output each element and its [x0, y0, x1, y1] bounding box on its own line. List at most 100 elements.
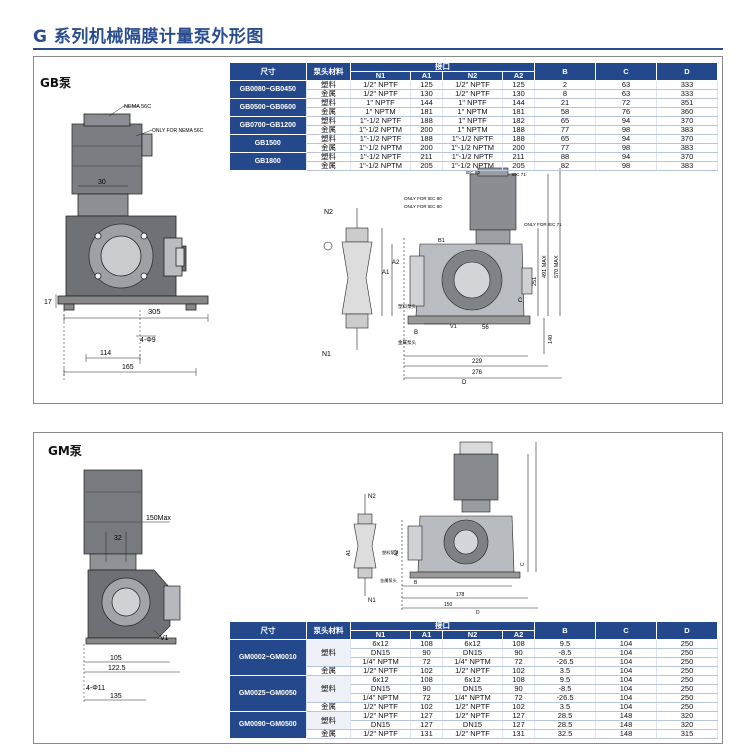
d-cell: 250: [656, 684, 718, 694]
material-cell: 金属: [306, 107, 351, 117]
gb-front-view-drawing: NEMA 56C ONLY FOR NEMA 56C 30 305 4-Φ9 1…: [44, 104, 209, 380]
material-cell: 金属: [306, 702, 351, 712]
n1-cell: 1/2" NPTF: [350, 702, 411, 712]
material-cell: 塑料: [306, 639, 351, 667]
d-cell: 250: [656, 666, 718, 676]
n2-cell: 6x12: [442, 675, 503, 685]
b-cell: -26.5: [534, 657, 596, 667]
a2-cell: 125: [502, 80, 535, 90]
n1-cell: 1"-1/2 NPTM: [350, 125, 411, 135]
model-cell: GM0090~GM0500: [229, 711, 307, 739]
gb-dim-56: 56: [482, 325, 489, 331]
gm-th-d: D: [656, 621, 718, 640]
gm-panel-label: GM泵: [48, 444, 82, 458]
gm-dim-1225: 122.5: [108, 665, 126, 672]
gm-a1-label: A1: [346, 550, 352, 556]
material-cell: 塑料: [306, 80, 351, 90]
gb-dim-570: 570 MAX: [554, 255, 560, 278]
gb-b1-label: B1: [438, 238, 445, 244]
a2-cell: 182: [502, 116, 535, 126]
title-rule: [33, 48, 723, 50]
gm-th-a2: A2: [502, 630, 535, 640]
gb-dim-491: 491 MAX: [542, 255, 548, 278]
b-cell: 3.5: [534, 702, 596, 712]
model-cell: GM0025~GM0050: [229, 675, 307, 712]
gb-b-label: B: [414, 330, 418, 336]
a1-cell: 200: [410, 125, 443, 135]
a2-cell: 130: [502, 89, 535, 99]
a1-cell: 90: [410, 648, 443, 658]
gm-plastic-head-label: 塑料泵头: [382, 549, 399, 556]
d-cell: 250: [656, 639, 718, 649]
material-cell: 金属: [306, 125, 351, 135]
n1-cell: DN15: [350, 684, 411, 694]
n2-cell: DN15: [442, 720, 503, 730]
gm-metal-head-label: 金属泵头: [380, 577, 397, 584]
b-cell: 88: [534, 152, 596, 162]
b-cell: 9.5: [534, 675, 596, 685]
a1-cell: 102: [410, 702, 443, 712]
gb-n2-label: N2: [324, 209, 333, 216]
b-cell: -8.5: [534, 684, 596, 694]
gb-dim-17: 17: [44, 299, 52, 306]
a1-cell: 102: [410, 666, 443, 676]
material-cell: 金属: [306, 143, 351, 153]
gm-a2-label: A2: [394, 550, 400, 556]
gb-th-d: D: [656, 62, 718, 81]
a2-cell: 211: [502, 152, 535, 162]
n1-cell: 1"-1/2 NPTM: [350, 143, 411, 153]
n2-cell: 1" NPTF: [442, 98, 503, 108]
gb-v1-label: V1: [450, 324, 457, 330]
gb-th-b: B: [534, 62, 596, 81]
gb-dim-165: 165: [122, 364, 134, 371]
c-cell: 63: [595, 89, 657, 99]
c-cell: 148: [595, 711, 657, 721]
b-cell: 58: [534, 107, 596, 117]
c-cell: 98: [595, 143, 657, 153]
n1-cell: 1"-1/2 NPTF: [350, 134, 411, 144]
gm-n2-label: N2: [368, 494, 376, 500]
gb-spec-table: 尺寸 泵头材料 接口 B C D N1 A1 N2 A2 GB0080~GB04…: [229, 62, 718, 171]
a2-cell: 127: [502, 720, 535, 730]
n1-cell: DN15: [350, 648, 411, 658]
n2-cell: 1/2" NPTF: [442, 80, 503, 90]
gm-spec-table: 尺寸 泵头材料 接口 B C D N1 A1 N2 A2 GM0002~GM00…: [229, 621, 718, 739]
b-cell: 65: [534, 134, 596, 144]
n1-cell: 1/2" NPTF: [350, 711, 411, 721]
a1-cell: 211: [410, 152, 443, 162]
gm-front-view-drawing: 150Max 32 V1 105 122.5 4-Φ11 135: [83, 469, 181, 704]
a2-cell: 188: [502, 134, 535, 144]
d-cell: 351: [656, 98, 718, 108]
n1-cell: 1"-1/2 NPTF: [350, 152, 411, 162]
material-cell: 塑料: [306, 711, 351, 730]
a2-cell: 200: [502, 143, 535, 153]
model-cell: GB1800: [229, 152, 307, 171]
n2-cell: 1" NPTM: [442, 107, 503, 117]
a2-cell: 72: [502, 693, 535, 703]
a2-cell: 90: [502, 648, 535, 658]
gb-only-nema-label: ONLY FOR NEMA 56C: [152, 128, 204, 134]
b-cell: 28.5: [534, 711, 596, 721]
n2-cell: DN15: [442, 648, 503, 658]
c-cell: 94: [595, 116, 657, 126]
d-cell: 370: [656, 116, 718, 126]
gb-th-a2: A2: [502, 71, 535, 81]
a1-cell: 200: [410, 143, 443, 153]
a2-cell: 181: [502, 107, 535, 117]
n1-cell: 1" NPTF: [350, 98, 411, 108]
gb-n1-label: N1: [322, 351, 331, 358]
d-cell: 320: [656, 711, 718, 721]
d-cell: 383: [656, 161, 718, 171]
gb-iec71-label: IEC 71: [512, 172, 526, 177]
d-cell: 250: [656, 675, 718, 685]
gm-b-label: B: [414, 580, 418, 586]
c-cell: 104: [595, 657, 657, 667]
a2-cell: 144: [502, 98, 535, 108]
b-cell: -8.5: [534, 648, 596, 658]
